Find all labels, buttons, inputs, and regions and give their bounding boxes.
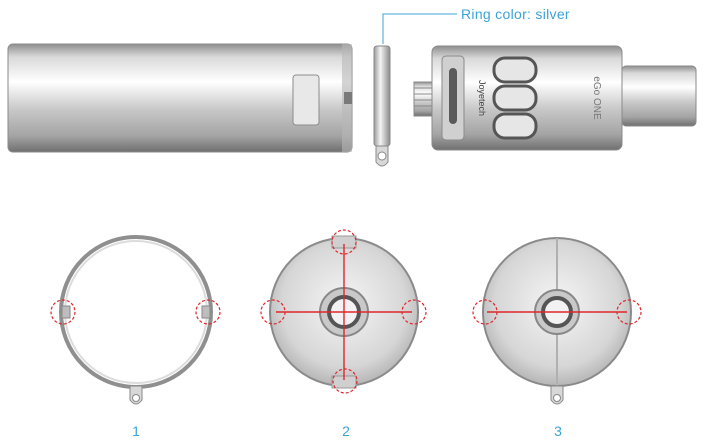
marker-view1-right [195, 299, 221, 325]
red-guide-lines [276, 244, 627, 380]
marker-view1-left [50, 299, 76, 325]
tank-brand-text: Joyetech [477, 80, 487, 116]
atomizer-tank: Joyetech eGo ONE [413, 45, 697, 151]
battery-tube [7, 43, 353, 153]
marker-view2-right [401, 299, 427, 325]
ring-view-1 [59, 235, 213, 405]
callout-leader [382, 13, 457, 44]
step-2-label: 2 [342, 423, 350, 439]
ring-side-view [373, 45, 391, 167]
step-1-label: 1 [132, 423, 140, 439]
marker-view2-top [331, 229, 357, 255]
tank-model-text: eGo ONE [591, 76, 602, 120]
ring-color-callout: Ring color: silver [461, 6, 570, 22]
marker-view3-right [616, 299, 642, 325]
marker-view3-left [472, 299, 498, 325]
marker-view2-bottom [332, 368, 358, 394]
step-3-label: 3 [554, 423, 562, 439]
ring-view-3 [482, 237, 632, 405]
red-dashed-markers [50, 229, 642, 394]
marker-view2-left [260, 299, 286, 325]
